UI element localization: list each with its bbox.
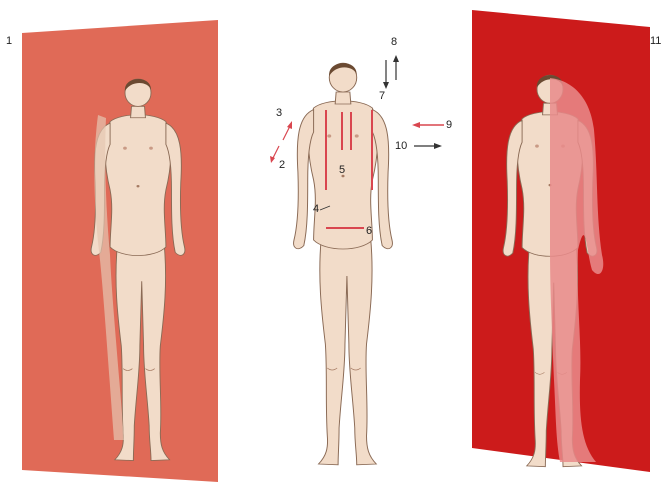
arrow-diagonal-up bbox=[283, 126, 290, 140]
arrow-diagonal-down bbox=[273, 146, 279, 158]
label-7: 7 bbox=[379, 91, 385, 102]
label-4: 4 bbox=[313, 204, 319, 215]
label-3: 3 bbox=[276, 108, 282, 119]
figure-center-panel bbox=[270, 55, 444, 465]
label-11: 11 bbox=[650, 36, 661, 47]
label-8: 8 bbox=[391, 37, 397, 48]
label-5: 5 bbox=[339, 165, 345, 176]
label-10: 10 bbox=[395, 141, 407, 152]
median-plane-panel bbox=[472, 10, 650, 472]
label-1: 1 bbox=[6, 36, 12, 47]
label-9: 9 bbox=[446, 120, 452, 131]
label-6: 6 bbox=[366, 226, 372, 237]
sagittal-plane-panel bbox=[22, 20, 218, 482]
label-2: 2 bbox=[279, 160, 285, 171]
